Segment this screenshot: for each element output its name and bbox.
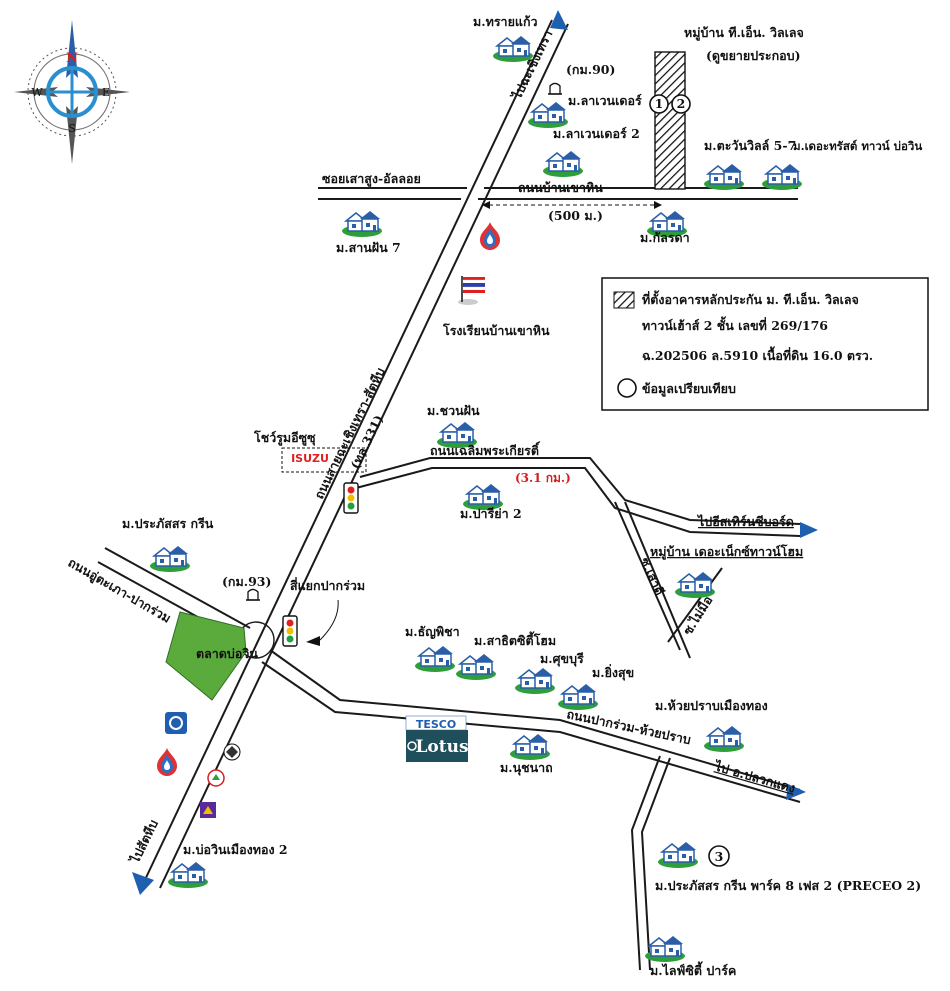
traffic-light-icon <box>343 482 359 514</box>
svg-text:2: 2 <box>677 96 686 111</box>
label-trust: ม.เดอะทรัสต์ ทาวน์ บ่อวิน <box>793 139 922 153</box>
label-sathit-city: ม.สาธิตซิตี้โฮม <box>474 631 556 648</box>
compass-icon: N S E W <box>14 20 130 164</box>
house-icon <box>674 571 716 599</box>
arrow-south-icon <box>132 872 154 895</box>
direction-arrows <box>132 10 818 895</box>
main-highway-edge-b <box>159 23 569 889</box>
bank-icon <box>207 769 225 787</box>
label-yingsuk: ม.ยิ่งสุข <box>592 664 634 681</box>
label-school: โรงเรียนบ้านเขาหิน <box>442 323 550 338</box>
label-khao-hin-road: ถนนบ้านเขาหิน <box>518 180 603 195</box>
label-preceo2: ม.ประภัสสร กรีน พาร์ค 8 เฟส 2 (PRECEO 2) <box>655 878 921 893</box>
label-intersection: สี่แยกปากร่วม <box>290 577 365 593</box>
legend-item-3: ฉ.202506 ล.5910 เนื้อที่ดิน 16.0 ตรว. <box>642 346 873 363</box>
label-sai-kaeo: ม.ทรายแก้ว <box>473 14 538 29</box>
label-huai-prap: ม.ห้วยปราบเมืองทอง <box>655 698 768 713</box>
label-bowin-muangthong2: ม.บ่อวินเมืองทอง 2 <box>183 842 288 857</box>
project-site-block <box>654 51 686 190</box>
label-prasatsorn-green: ม.ประภัสสร กรีน <box>122 516 214 531</box>
label-soi-sakhla: ซ.เสาดี <box>637 555 667 598</box>
house-icon <box>341 210 383 238</box>
house-icon <box>167 861 209 889</box>
label-tawan: ม.ตะวันวิลล์ 5-7 <box>704 138 796 153</box>
arrow-north-icon <box>550 10 568 30</box>
comparison-marker-1: 1 <box>649 94 669 114</box>
house-icon <box>761 163 803 191</box>
house-icon <box>557 683 599 711</box>
traffic-light-icon <box>282 615 298 647</box>
svg-text:3: 3 <box>715 849 724 864</box>
label-dist-500: (500 ม.) <box>548 208 603 223</box>
label-lavender: ม.ลาเวนเดอร์ <box>568 93 642 108</box>
label-nuchanat: ม.นุชนาถ <box>500 760 553 776</box>
isuzu-showroom-box <box>281 447 367 473</box>
label-chaloem-dist: (3.1 กม.) <box>515 471 571 485</box>
isuzu-logo: ISUZU <box>291 452 329 465</box>
label-km93: (กม.93) <box>222 574 271 589</box>
bank-icon <box>223 743 241 761</box>
house-icon <box>644 935 686 963</box>
house-icon <box>149 545 191 573</box>
label-kanlada: ม.กัลรดา <box>640 230 690 245</box>
house-icon <box>527 101 569 129</box>
arrow-southeast-icon <box>786 784 806 800</box>
label-preeya: ม.ปารีย่า 2 <box>460 506 522 521</box>
label-to-pluak-daeng: ไป อ.ปลวกแดง <box>711 758 797 796</box>
label-isuzu-showroom: โชว์รูมอีซูซุ <box>253 430 316 446</box>
house-icon <box>455 653 497 681</box>
label-soi-left: ซอยเสาสูง-อัลลอย <box>322 171 421 187</box>
arrow-east-icon <box>800 522 818 538</box>
label-lavender2: ม.ลาเวนเดอร์ 2 <box>553 126 640 141</box>
label-chuanfun: ม.ชวนฝัน <box>427 403 480 418</box>
svg-text:TESCO: TESCO <box>416 718 456 731</box>
compass-w: W <box>31 86 43 99</box>
label-life-city: ม.ไลฟ์ซิตี้ ปาร์ค <box>650 961 736 978</box>
label-next-townhome: หมู่บ้าน เดอะเน็กซ์ทาวน์โฮม <box>650 544 803 560</box>
label-sarnfun: ม.สานฝัน 7 <box>336 240 401 255</box>
compass-s: S <box>68 122 76 135</box>
project-name: หมู่บ้าน ที.เอ็น. วิลเลจ <box>684 25 804 41</box>
house-icon <box>514 667 556 695</box>
house-icon <box>509 733 551 761</box>
label-to-sattahip: ไปสัตหีบ <box>126 817 161 867</box>
label-chaloem-road: ถนนเฉลิมพระเกียรติ์ <box>430 441 541 458</box>
school-flag-icon <box>458 276 486 305</box>
km-post-icon <box>245 588 261 601</box>
comparison-marker-3: 3 <box>708 845 730 867</box>
bank-icon <box>165 712 187 734</box>
project-sub: (ดูขยายประกอบ) <box>706 48 801 64</box>
gas-station-icon <box>157 748 177 776</box>
market-area <box>165 611 247 701</box>
house-icon <box>703 725 745 753</box>
label-soi-mairuea: ซ.ไม่มือ <box>680 593 716 638</box>
bank-icon <box>200 802 216 818</box>
house-icons <box>149 35 803 963</box>
label-km90: (กม.90) <box>566 62 615 77</box>
legend-item-1: ที่ตั้งอาคารหลักประกัน ม. ที.เอ็น. วิลเล… <box>642 290 859 307</box>
label-thanyaphisha: ม.ธัญพิชา <box>405 624 460 639</box>
compass-n: N <box>66 51 78 66</box>
roads <box>97 19 801 971</box>
label-market: ตลาดบ่อวิน <box>196 646 258 661</box>
svg-text:Lotus: Lotus <box>415 737 468 757</box>
house-icon <box>657 841 699 869</box>
svg-text:1: 1 <box>655 96 664 111</box>
km-post-icon <box>547 82 563 95</box>
tesco-lotus-logo: TESCO Lotus <box>405 715 469 762</box>
label-suksombun: ม.ศุขบุรี <box>540 651 584 667</box>
comparison-marker-2: 2 <box>671 94 691 114</box>
house-icon <box>703 163 745 191</box>
legend-item-2: ทาวน์เฮ้าส์ 2 ชั้น เลขที่ 269/176 <box>642 316 828 333</box>
label-to-eastern: ไปอีสเทิร์นซีบอร์ด <box>696 514 794 529</box>
house-icon <box>542 150 584 178</box>
house-icon <box>414 645 456 673</box>
main-highway-edge-a <box>142 19 553 885</box>
legend-item-4: ข้อมูลเปรียบเทียบ <box>642 381 736 397</box>
legend: ที่ตั้งอาคารหลักประกัน ม. ที.เอ็น. วิลเล… <box>601 277 929 411</box>
compass-e: E <box>102 86 110 99</box>
gas-station-icon <box>480 222 500 250</box>
